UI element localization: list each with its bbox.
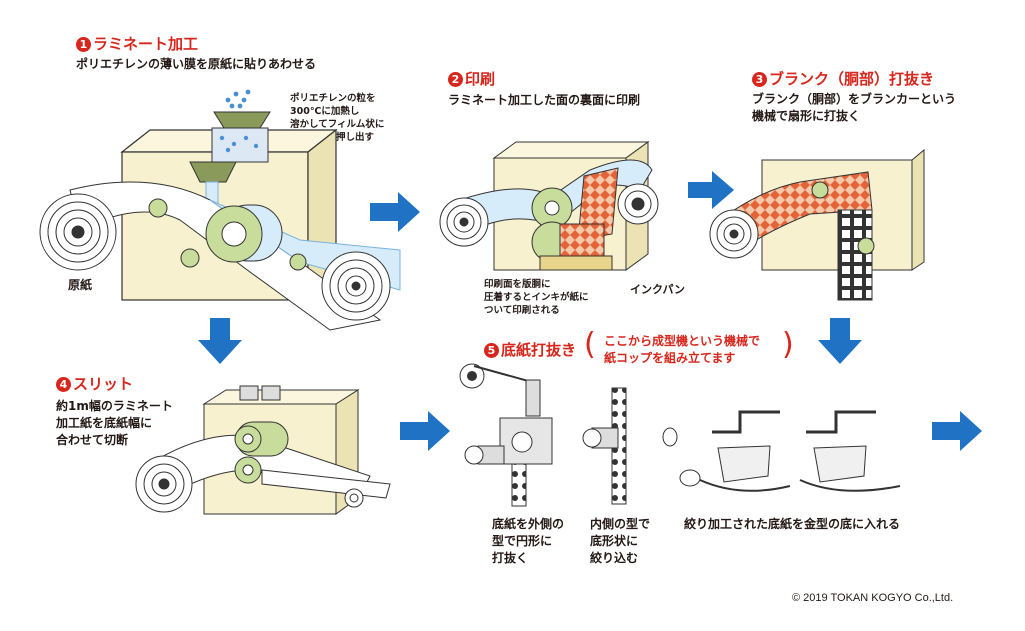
step5-title-text: 底紙打抜き (501, 341, 577, 359)
print-note: 印刷面を版胴に 圧着するとインキが紙に ついて印刷される (484, 278, 589, 317)
bottom3-note: 絞り加工された底紙を金型の底に入れる (684, 517, 901, 531)
bottom-insert-stage (679, 410, 901, 492)
step3-description: ブランク（胴部）をブランカーという 機械で扇形に打抜く (752, 91, 956, 125)
step5-paren-close: ) (782, 327, 794, 362)
step4-desc-line1: 約1m幅のラミネート (56, 399, 173, 413)
step5-molding-note: ここから成型機という機械で 紙コップを組み立てます (604, 333, 760, 367)
step4-description: 約1m幅のラミネート 加工紙を底紙幅に 合わせて切断 (56, 398, 173, 449)
bottom1-note-line1: 底紙を外側の (492, 517, 565, 531)
step3-desc-line1: ブランク（胴部）をブランカーという (752, 92, 957, 106)
step5-note-line1: ここから成型機という機械で (604, 334, 761, 348)
step4-desc-line3: 合わせて切断 (56, 433, 129, 447)
pe-note: ポリエチレンの粒を 300℃に加熱し 溶かしてフィルム状に 押し出す (290, 92, 384, 144)
print-note-line1: 印刷面を版胴に (484, 279, 551, 290)
step3-desc-line2: 機械で扇形に打抜く (752, 109, 861, 123)
step4-title-text: スリット (73, 375, 134, 393)
bottom2-note: 内側の型で 底形状に 絞り込む (590, 516, 650, 567)
ink-pan-label: インクパン (630, 283, 685, 296)
step2-title-text: 印刷 (465, 70, 496, 88)
bottom2-note-line3: 絞り込む (590, 551, 639, 565)
step2-description: ラミネート加工した面の裏面に印刷 (448, 93, 641, 107)
step2-number: 2 (448, 72, 463, 87)
slitter-machine (135, 385, 391, 515)
base-paper-label: 原紙 (68, 278, 93, 292)
bottom-punch-stage2 (582, 387, 678, 505)
step1-title-text: ラミネート加工 (93, 35, 199, 53)
step4-desc-line2: 加工紙を底紙幅に (56, 416, 153, 430)
pe-note-line3: 溶かしてフィルム状に (290, 119, 385, 130)
bottom1-note-line3: 打抜く (492, 551, 529, 565)
bottom2-note-line1: 内側の型で (590, 517, 651, 531)
pe-note-line2: 300℃に加熱し (290, 106, 360, 117)
bottom2-note-line2: 底形状に (590, 534, 639, 548)
laminate-machine (39, 89, 401, 331)
pe-note-line4: 押し出す (336, 132, 375, 143)
step5-paren-open: ( (584, 327, 596, 362)
printing-machine (439, 141, 659, 271)
print-note-line3: ついて印刷される (484, 305, 560, 316)
pe-note-line1: ポリエチレンの粒を (290, 93, 376, 104)
step3-title-text: ブランク（胴部）打抜き (769, 70, 935, 88)
blanker-machine (709, 148, 925, 301)
flow-arrows (198, 171, 982, 451)
bottom-punch-stage1 (459, 363, 553, 507)
step5-note-line2: 紙コップを組み立てます (604, 351, 736, 365)
step1-description: ポリエチレンの薄い膜を原紙に貼りあわせる (76, 57, 317, 71)
copyright: © 2019 TOKAN KOGYO Co.,Ltd. (792, 592, 954, 604)
step4-number: 4 (56, 377, 71, 392)
step1-number: 1 (76, 37, 91, 52)
step3-number: 3 (752, 72, 767, 87)
print-note-line2: 圧着するとインキが紙に (484, 292, 589, 303)
bottom1-note: 底紙を外側の 型で円形に 打抜く (492, 516, 564, 567)
bottom1-note-line2: 型で円形に (492, 534, 553, 548)
step5-number: 5 (484, 343, 499, 358)
